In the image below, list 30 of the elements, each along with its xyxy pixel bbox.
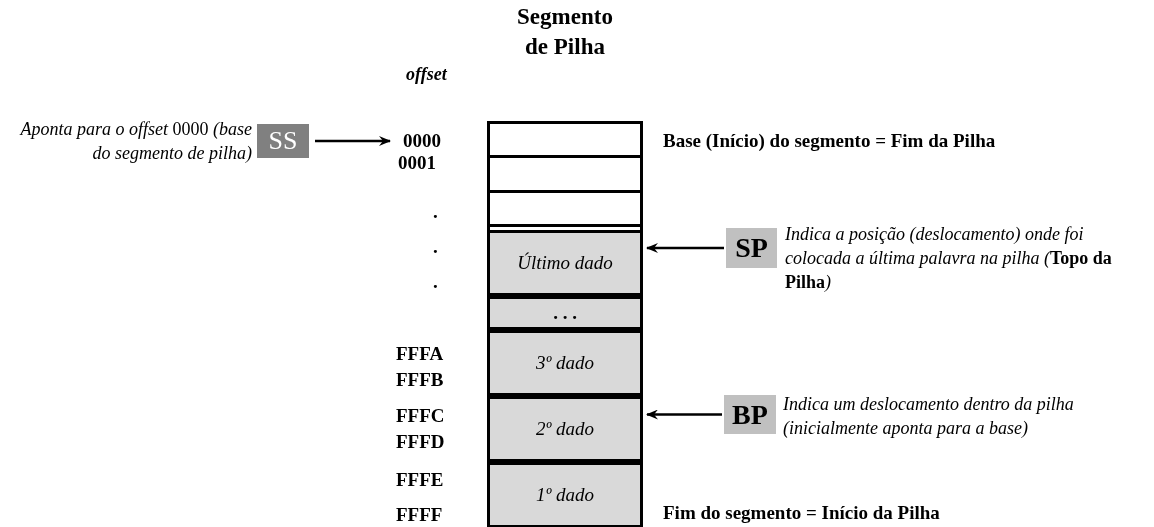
register-box: SP: [726, 228, 777, 268]
annotation-text: Aponta para o offset 0000 (base do segmento de pilha): [18, 118, 252, 165]
stack-cell: . . .: [487, 296, 643, 330]
address-label: FFFA: [396, 342, 444, 366]
arrow: [646, 243, 724, 253]
address-label: FFFB: [396, 368, 444, 392]
address-label: FFFD: [396, 430, 445, 454]
arrow: [315, 136, 391, 146]
stack-cell: Último dado: [487, 230, 643, 296]
address-label: 0001: [398, 151, 436, 175]
stack-cell: 1º dado: [487, 462, 643, 527]
annotation-text: Indica um deslocamento dentro da pilha (inicialmente aponta para a base): [783, 393, 1075, 440]
register-box: BP: [724, 395, 776, 434]
register-box: SS: [257, 124, 309, 158]
ellipsis-dot: .: [433, 200, 438, 224]
stack-heading: Segmento de Pilha: [516, 3, 614, 61]
stack-cell: 2º dado: [487, 396, 643, 462]
stack-cell: 3º dado: [487, 330, 643, 396]
empty-stack-cell: [487, 155, 643, 193]
ellipsis-dot: .: [433, 235, 438, 259]
note-text: Base (Início) do segmento = Fim da Pilha: [663, 129, 996, 153]
address-label: FFFF: [396, 503, 443, 527]
arrow: [646, 409, 722, 420]
address-label: FFFE: [396, 468, 444, 492]
address-label: 0000: [396, 129, 448, 153]
column-heading: offset: [406, 63, 447, 86]
annotation-text: Indica a posição (deslocamento) onde foi colocada a última palavra na pilha (Topo da Pilha): [785, 223, 1113, 294]
note-text: Fim do segmento = Início da Pilha: [663, 501, 940, 525]
ellipsis-dot: .: [433, 270, 438, 294]
address-label: FFFC: [396, 404, 445, 428]
